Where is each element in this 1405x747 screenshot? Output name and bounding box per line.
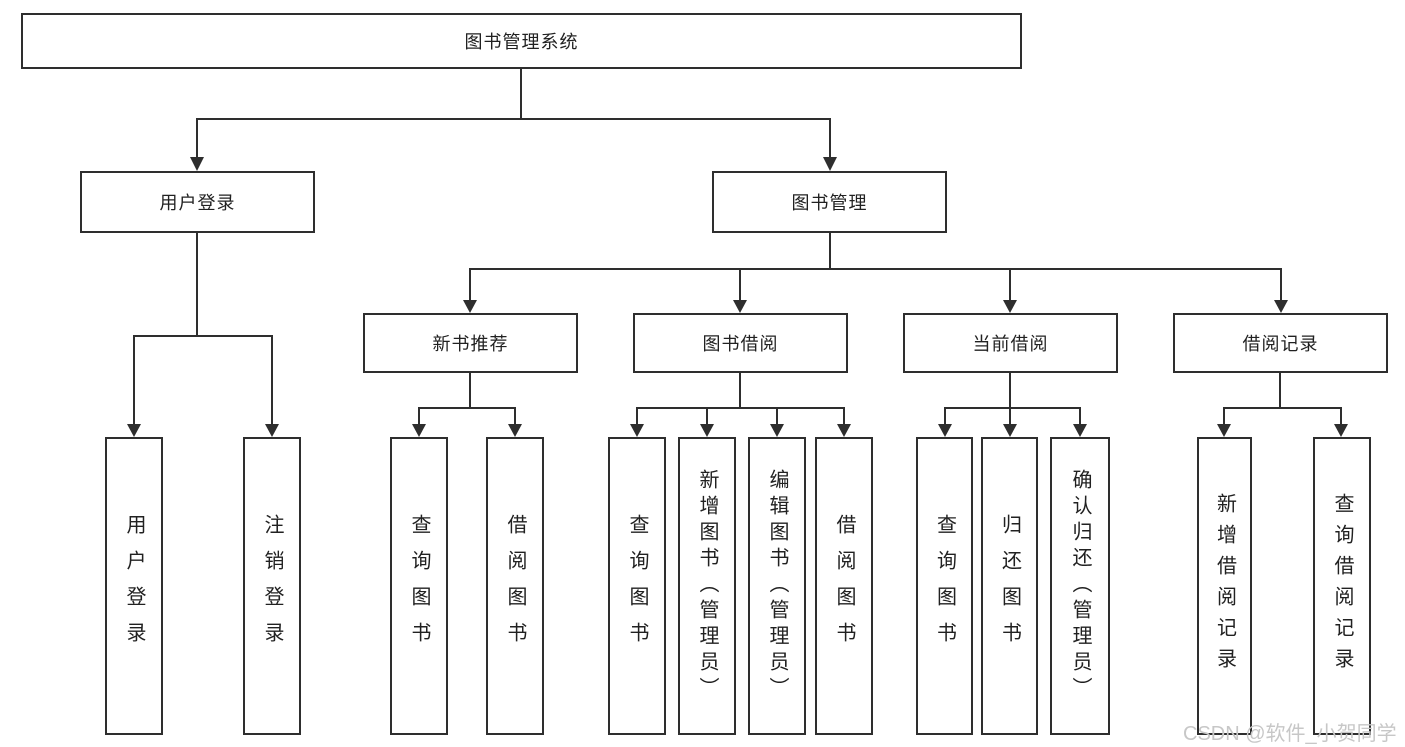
node-root-label: 图书管理系统 <box>464 32 579 52</box>
node-new-book-recommend-label: 新书推荐 <box>432 334 509 354</box>
leaf-edit-book-admin: 编辑图书（管理员） <box>748 437 806 735</box>
leaf-query-books-borrowing-label: 查询图书 <box>626 514 648 658</box>
leaf-borrow-books-recommend-label: 借阅图书 <box>504 514 526 658</box>
csdn-watermark: CSDN @软件_小贺同学 <box>1183 723 1397 745</box>
leaf-query-borrow-record: 查询借阅记录 <box>1313 437 1371 735</box>
leaf-query-books-current: 查询图书 <box>916 437 973 735</box>
leaf-user-login-label: 用户登录 <box>123 514 145 658</box>
leaf-add-book-admin: 新增图书（管理员） <box>678 437 736 735</box>
leaf-logout-label: 注销登录 <box>261 514 283 658</box>
node-book-management-label: 图书管理 <box>791 193 868 213</box>
leaf-borrow-books-recommend: 借阅图书 <box>486 437 544 735</box>
leaf-query-borrow-record-label: 查询借阅记录 <box>1331 493 1353 679</box>
node-root-system: 图书管理系统 <box>21 13 1022 69</box>
leaf-borrow-books-borrowing: 借阅图书 <box>815 437 873 735</box>
arrowhead-icons <box>127 157 1348 437</box>
node-book-borrowing-label: 图书借阅 <box>702 334 779 354</box>
node-book-management: 图书管理 <box>712 171 947 233</box>
leaf-confirm-return-admin-label: 确认归还（管理员） <box>1069 469 1091 703</box>
leaf-query-books-borrowing: 查询图书 <box>608 437 666 735</box>
leaf-query-books-recommend: 查询图书 <box>390 437 448 735</box>
node-current-borrowing-label: 当前借阅 <box>972 334 1049 354</box>
node-book-borrowing: 图书借阅 <box>633 313 848 373</box>
leaf-logout: 注销登录 <box>243 437 301 735</box>
leaf-return-book: 归还图书 <box>981 437 1038 735</box>
leaf-query-books-recommend-label: 查询图书 <box>408 514 430 658</box>
leaf-borrow-books-borrowing-label: 借阅图书 <box>833 514 855 658</box>
leaf-add-borrow-record: 新增借阅记录 <box>1197 437 1252 735</box>
node-current-borrowing: 当前借阅 <box>903 313 1118 373</box>
node-user-login: 用户登录 <box>80 171 315 233</box>
node-borrowing-records-label: 借阅记录 <box>1242 334 1319 354</box>
node-borrowing-records: 借阅记录 <box>1173 313 1388 373</box>
leaf-confirm-return-admin: 确认归还（管理员） <box>1050 437 1110 735</box>
leaf-return-book-label: 归还图书 <box>998 514 1021 658</box>
leaf-add-borrow-record-label: 新增借阅记录 <box>1213 493 1236 679</box>
node-user-login-label: 用户登录 <box>159 193 236 213</box>
leaf-user-login: 用户登录 <box>105 437 163 735</box>
leaf-add-book-admin-label: 新增图书（管理员） <box>696 469 718 703</box>
leaf-query-books-current-label: 查询图书 <box>933 514 956 658</box>
leaf-edit-book-admin-label: 编辑图书（管理员） <box>766 469 788 703</box>
node-new-book-recommend: 新书推荐 <box>363 313 578 373</box>
